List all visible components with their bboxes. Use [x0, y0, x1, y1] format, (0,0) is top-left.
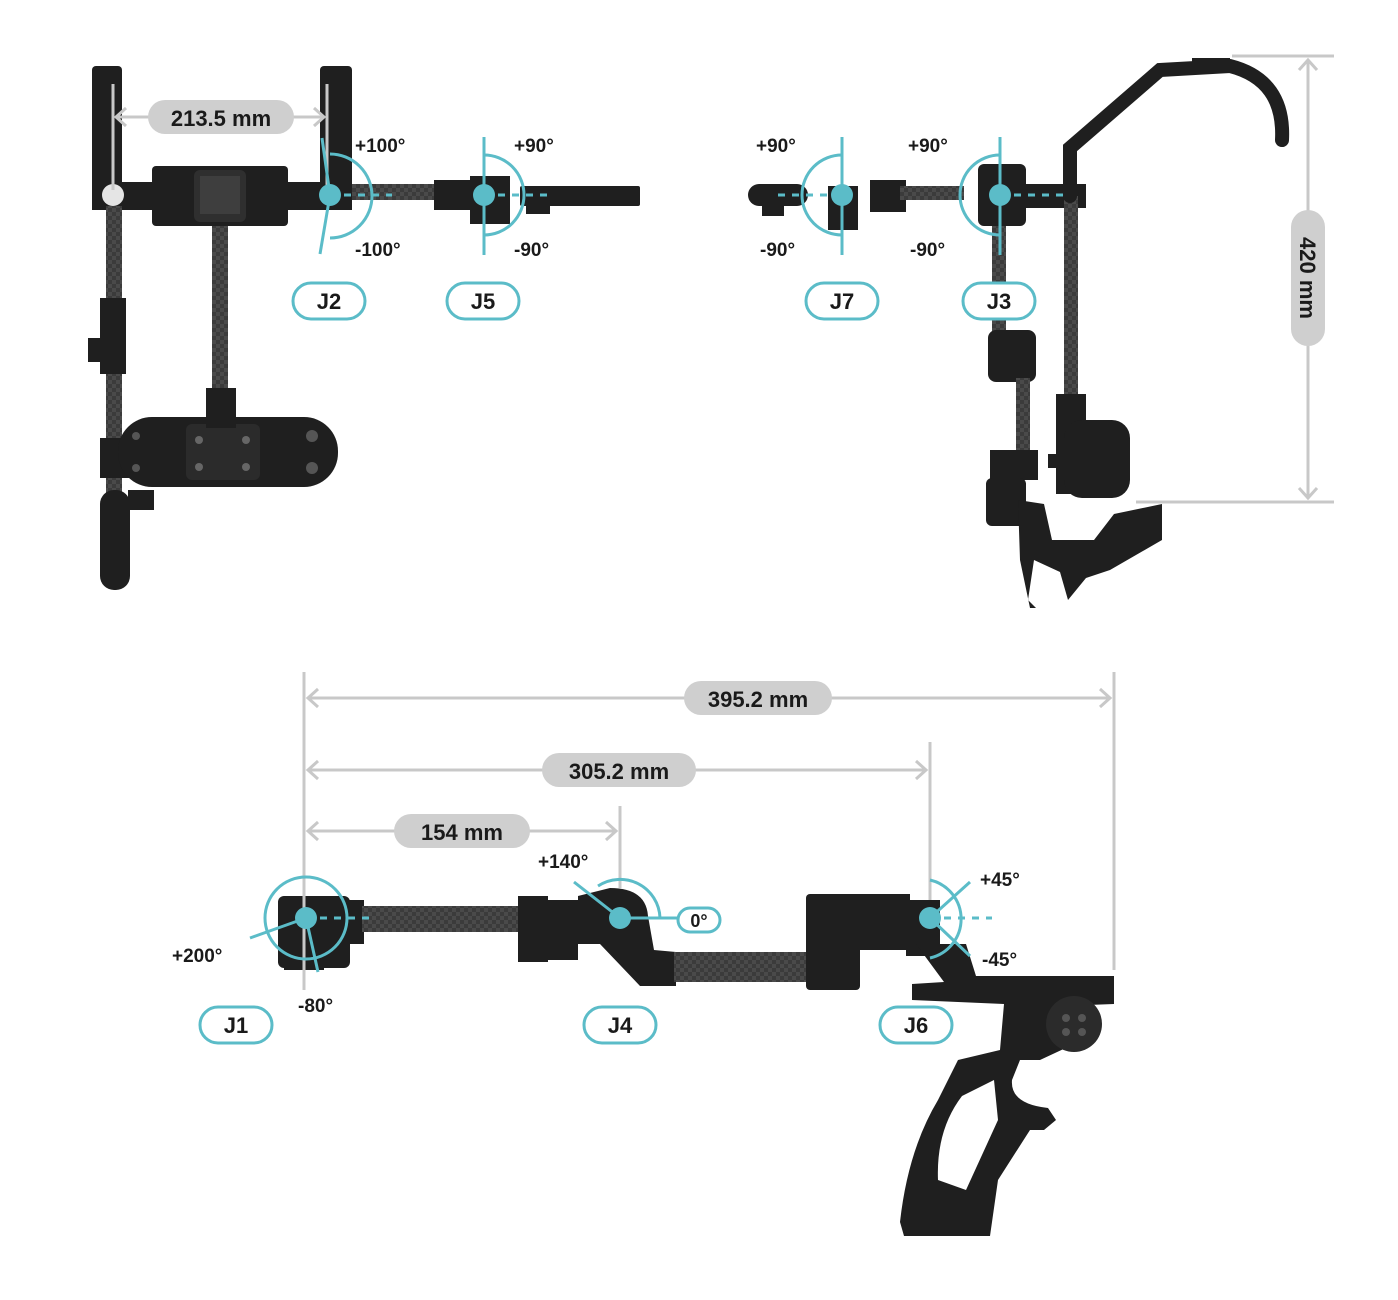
dimension-total-length: 395.2 mm — [302, 672, 1116, 990]
j7-min-angle: -90° — [760, 240, 795, 261]
joint-j2-indicator: +100° -100° J2 — [291, 136, 405, 321]
dimension-label: 154 mm — [421, 820, 503, 845]
dimension-label: 213.5 mm — [171, 106, 271, 131]
dimension-label: 305.2 mm — [569, 759, 669, 784]
j5-label: J5 — [471, 289, 495, 314]
joint-j6-indicator: +45° -45° J6 — [878, 870, 1020, 1045]
j3-min-angle: -90° — [910, 240, 945, 261]
joint-j3-indicator: +90° -90° J3 — [908, 136, 1064, 321]
dimension-label: 420 mm — [1295, 237, 1320, 319]
j6-min-angle: -45° — [982, 950, 1017, 971]
dimension-to-j4: 154 mm — [305, 806, 622, 888]
j1-min-angle: -80° — [298, 996, 333, 1017]
j4-label: J4 — [608, 1013, 633, 1038]
j6-label: J6 — [904, 1013, 928, 1038]
j4-min-angle: 0° — [690, 911, 707, 931]
j4-max-angle: +140° — [538, 852, 588, 873]
dimension-label: 395.2 mm — [708, 687, 808, 712]
j5-min-angle: -90° — [514, 240, 549, 261]
dimension-to-j6: 305.2 mm — [305, 742, 932, 900]
j2-label: J2 — [317, 289, 341, 314]
j7-max-angle: +90° — [756, 136, 796, 157]
j5-max-angle: +90° — [514, 136, 554, 157]
j2-max-angle: +100° — [355, 136, 405, 157]
j1-label: J1 — [224, 1013, 248, 1038]
j2-min-angle: -100° — [355, 240, 401, 261]
joint-j5-indicator: +90° -90° J5 — [445, 136, 554, 321]
dimension-height: 420 mm — [1136, 54, 1334, 504]
j1-max-angle: +200° — [172, 946, 222, 967]
j3-max-angle: +90° — [908, 136, 948, 157]
j6-max-angle: +45° — [980, 870, 1020, 891]
joint-j4-indicator: +140° 0° J4 — [538, 852, 722, 1045]
joint-j7-indicator: +90° -90° J7 — [756, 136, 880, 321]
front-view-hardware — [748, 58, 1290, 608]
side-view-hardware — [278, 888, 1114, 1236]
j7-label: J7 — [830, 289, 854, 314]
joint-j1-indicator: +200° -80° J1 — [172, 875, 372, 1045]
j3-label: J3 — [987, 289, 1011, 314]
